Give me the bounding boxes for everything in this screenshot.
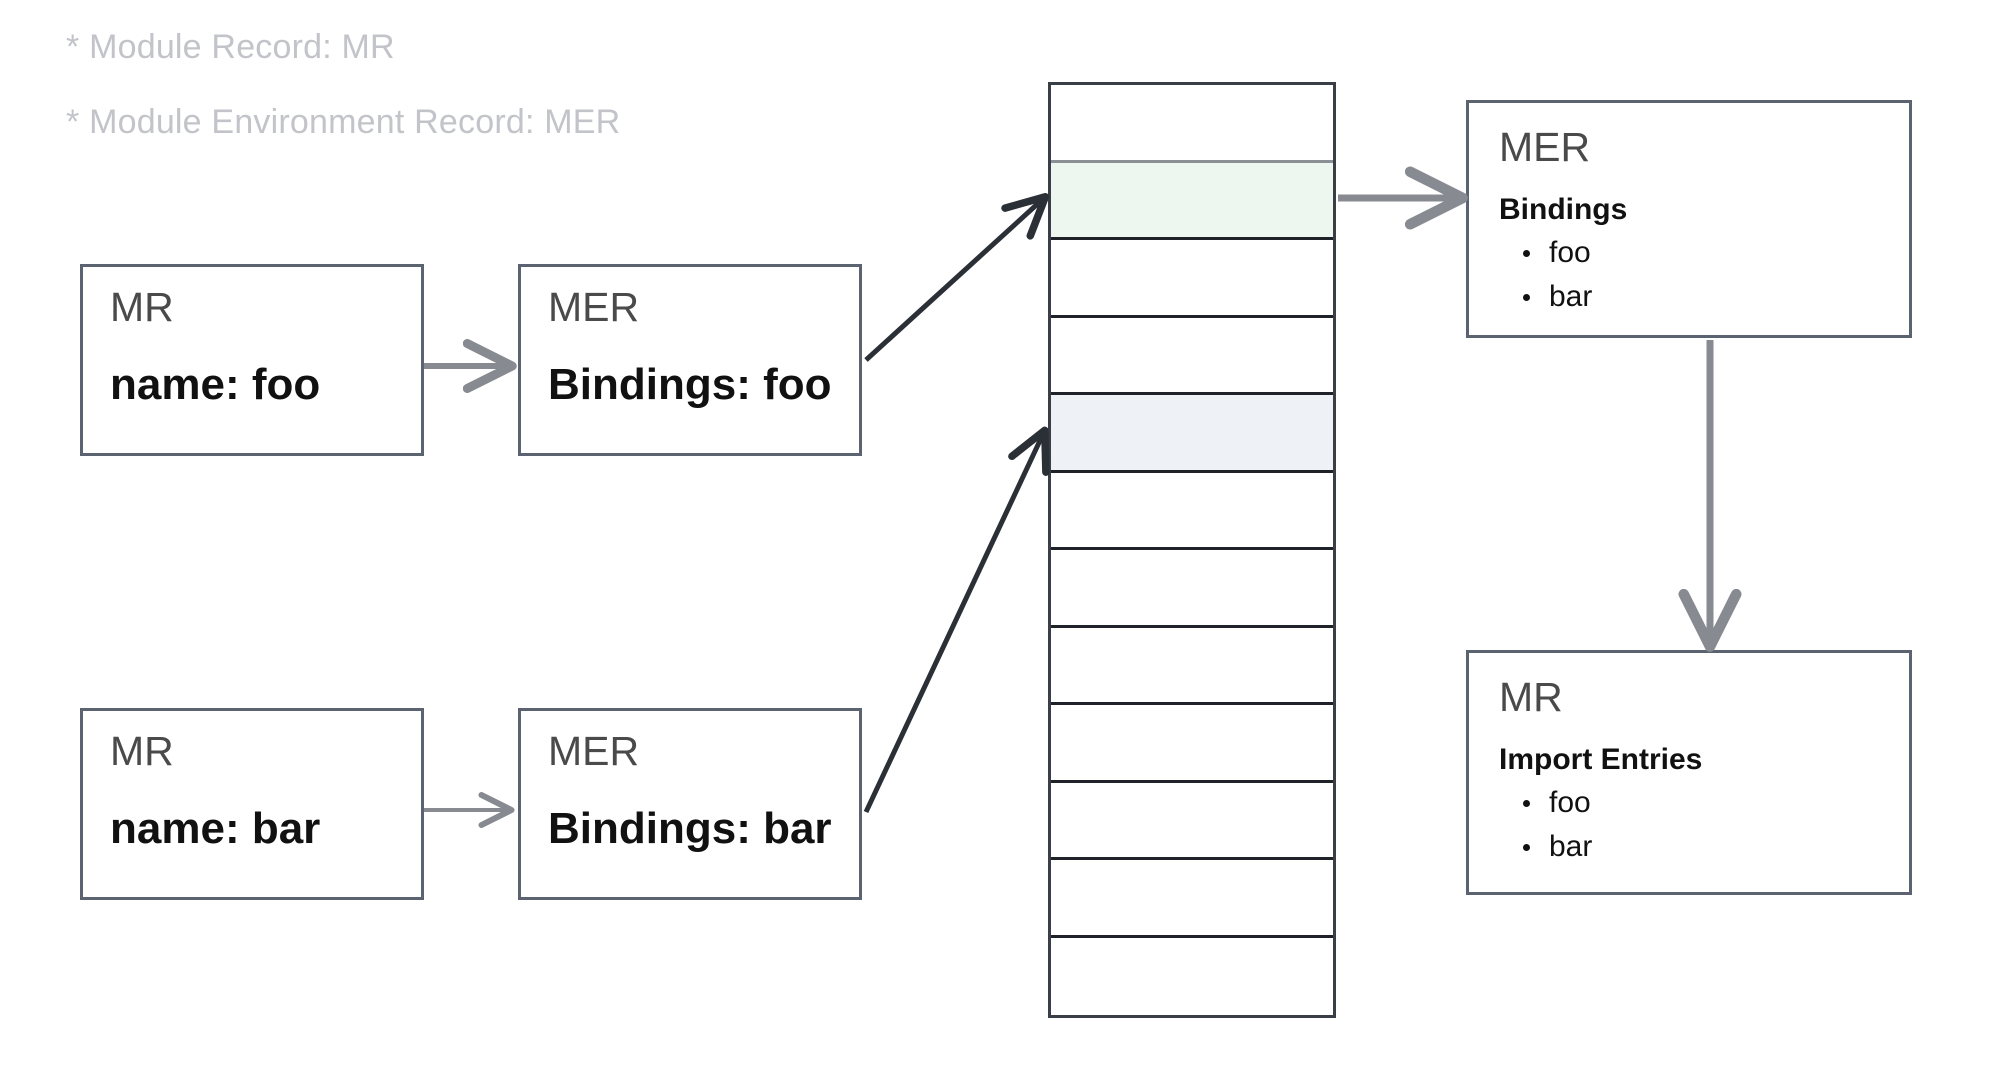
stack-cell-8[interactable] xyxy=(1051,627,1333,705)
arrow-mer-bar-to-stack-cell-5 xyxy=(863,426,1050,814)
mer-binding-item-label: foo xyxy=(1549,236,1591,269)
module-environment-record-box-bar-title: MER xyxy=(548,728,640,774)
arrow-mer-foo-to-stack-cell-2 xyxy=(864,192,1050,362)
legend-line-module-record: * Module Record: MR xyxy=(66,28,395,66)
stack-cell-12[interactable] xyxy=(1051,937,1333,1015)
mer-bindings-list: foo bar xyxy=(1499,231,1592,319)
mer-bindings-box[interactable]: MER Bindings foo bar xyxy=(1466,100,1912,338)
module-environment-record-box-foo-value: Bindings: foo xyxy=(548,360,832,409)
mr-import-entries-list: foo bar xyxy=(1499,781,1592,869)
bullet-dot-icon xyxy=(1523,800,1530,807)
stack-cell-10[interactable] xyxy=(1051,782,1333,860)
module-record-box-foo-title: MR xyxy=(110,284,174,330)
module-environment-record-box-foo-title: MER xyxy=(548,284,640,330)
module-record-box-bar-value: name: bar xyxy=(110,804,321,853)
mr-import-entry-item-label: foo xyxy=(1549,786,1591,819)
mr-import-entries-box-title: MR xyxy=(1499,674,1563,720)
mr-import-entry-item-label: bar xyxy=(1549,830,1593,863)
module-record-box-foo-value: name: foo xyxy=(110,360,321,409)
module-environment-record-box-bar[interactable]: MER Bindings: bar xyxy=(518,708,862,900)
stack-cell-1[interactable] xyxy=(1051,85,1333,163)
module-record-box-bar-title: MR xyxy=(110,728,174,774)
stack-cell-3[interactable] xyxy=(1051,240,1333,318)
module-environment-record-box-bar-value: Bindings: bar xyxy=(548,804,832,853)
bullet-dot-icon xyxy=(1523,844,1530,851)
legend-line-module-environment-record: * Module Environment Record: MER xyxy=(66,103,621,141)
stack-cell-7[interactable] xyxy=(1051,550,1333,628)
mr-import-entry-item: bar xyxy=(1523,825,1593,869)
bullet-dot-icon xyxy=(1523,250,1530,257)
stack-cell-4[interactable] xyxy=(1051,317,1333,395)
mer-binding-item: bar xyxy=(1523,275,1593,319)
module-stack-column xyxy=(1048,82,1336,1018)
module-record-box-bar[interactable]: MR name: bar xyxy=(80,708,424,900)
mr-import-entries-box[interactable]: MR Import Entries foo bar xyxy=(1466,650,1912,895)
stack-cell-9[interactable] xyxy=(1051,705,1333,783)
mr-import-entries-box-subtitle: Import Entries xyxy=(1499,743,1703,776)
stack-cell-11[interactable] xyxy=(1051,860,1333,938)
stack-cell-5[interactable] xyxy=(1051,395,1333,473)
stack-cell-6[interactable] xyxy=(1051,472,1333,550)
module-record-box-foo[interactable]: MR name: foo xyxy=(80,264,424,456)
module-environment-record-box-foo[interactable]: MER Bindings: foo xyxy=(518,264,862,456)
mer-bindings-box-title: MER xyxy=(1499,124,1591,170)
stack-cell-2[interactable] xyxy=(1051,162,1333,240)
bullet-dot-icon xyxy=(1523,294,1530,301)
mer-bindings-box-subtitle: Bindings xyxy=(1499,193,1628,226)
mer-binding-item: foo xyxy=(1523,231,1592,275)
mr-import-entry-item: foo xyxy=(1523,781,1592,825)
mer-binding-item-label: bar xyxy=(1549,280,1593,313)
